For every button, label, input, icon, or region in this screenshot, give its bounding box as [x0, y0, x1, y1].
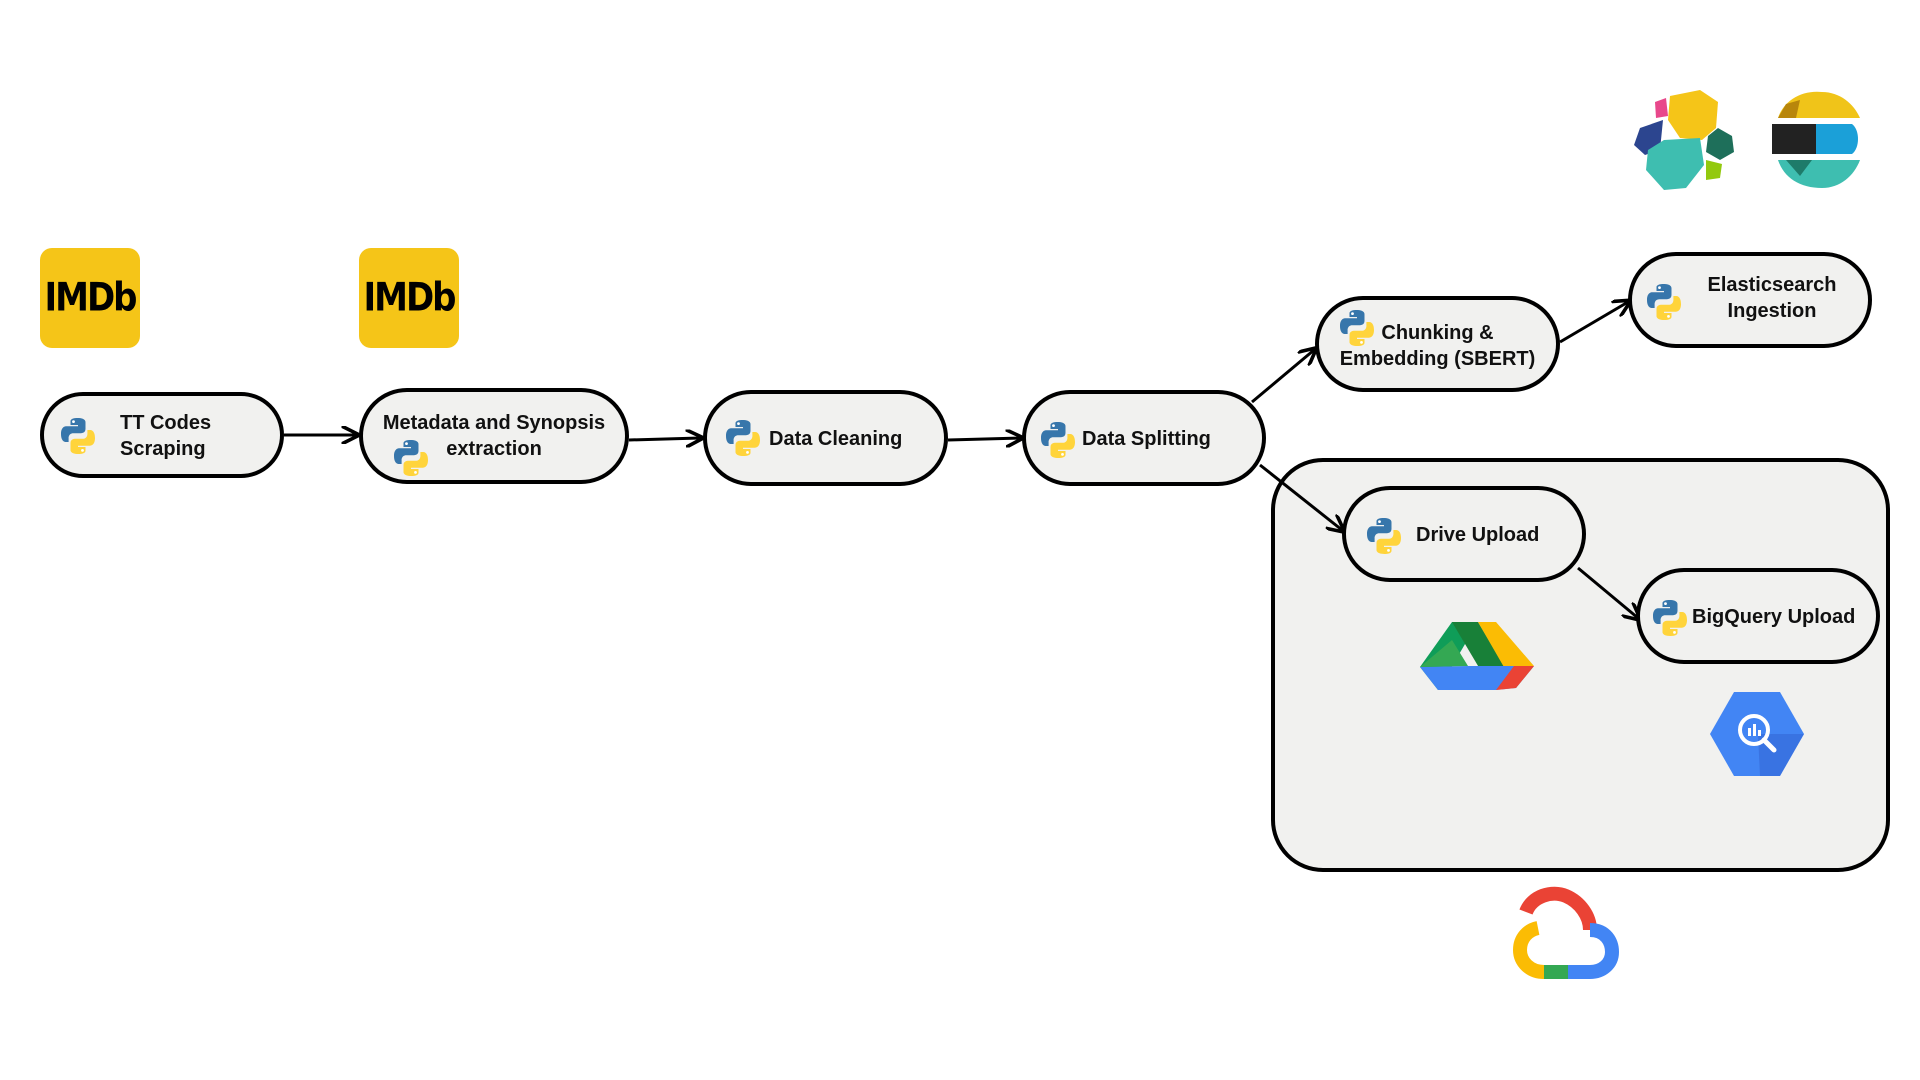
node-data-splitting[interactable]: Data Splitting	[1022, 390, 1266, 486]
node-metadata-extraction[interactable]: Metadata and Synopsis extraction	[359, 388, 629, 484]
node-label: BigQuery Upload	[1692, 606, 1856, 628]
node-tt-codes-scraping[interactable]: TT Codes Scraping	[40, 392, 284, 478]
python-icon	[726, 420, 760, 456]
python-icon	[61, 418, 95, 454]
node-label-line2: Scraping	[120, 438, 206, 460]
arrow-metadata-to-cleaning	[628, 438, 700, 440]
node-label-line2: extraction	[446, 438, 542, 460]
imdb-logo: IMDb	[359, 248, 459, 348]
node-label-line1: Chunking &	[1381, 322, 1494, 344]
node-label-line2: Embedding (SBERT)	[1339, 348, 1536, 370]
node-label-line2: Ingestion	[1727, 300, 1817, 322]
arrow-drive-to-bigquery	[1577, 566, 1638, 618]
arrow-chunking-to-elastic	[1559, 302, 1628, 344]
node-label: Data Cleaning	[769, 428, 903, 450]
node-label: Drive Upload	[1416, 524, 1540, 546]
imdb-logo-text: IMDb	[363, 275, 456, 321]
arrow-splitting-to-chunking	[1251, 350, 1314, 404]
python-icon	[1367, 518, 1401, 554]
imdb-logo-text: IMDb	[44, 275, 137, 321]
arrow-cleaning-to-splitting	[947, 438, 1020, 440]
python-icon	[1647, 284, 1681, 320]
node-label-line1: Metadata and Synopsis	[382, 412, 606, 434]
node-elasticsearch-ingestion[interactable]: Elasticsearch Ingestion	[1628, 252, 1872, 348]
node-label-line1: TT Codes	[120, 412, 212, 434]
imdb-logo: IMDb	[40, 248, 140, 348]
node-label-line1: Elasticsearch	[1707, 274, 1837, 296]
node-chunking-embedding[interactable]: Chunking & Embedding (SBERT)	[1315, 296, 1560, 392]
arrow-splitting-to-drive	[1259, 463, 1342, 530]
python-icon	[1653, 600, 1687, 636]
node-drive-upload[interactable]: Drive Upload	[1342, 486, 1586, 582]
node-bigquery-upload[interactable]: BigQuery Upload	[1636, 568, 1880, 664]
node-label: Data Splitting	[1082, 428, 1211, 450]
node-data-cleaning[interactable]: Data Cleaning	[703, 390, 948, 486]
python-icon	[1041, 422, 1075, 458]
